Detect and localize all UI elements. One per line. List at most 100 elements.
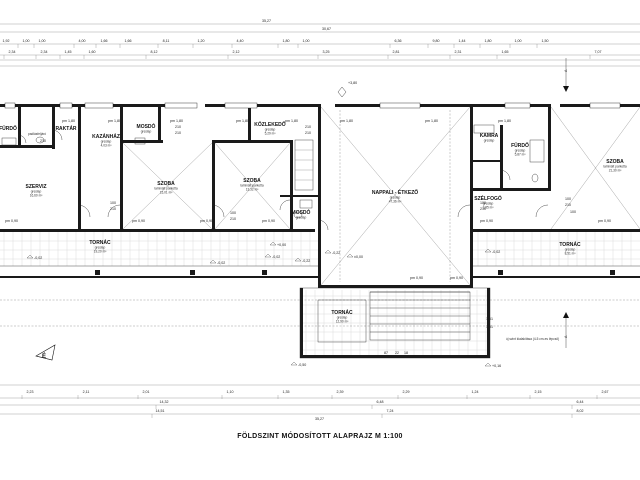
top-dim-label: 1,66 — [101, 39, 108, 43]
room-name: NAPPALI - ÉTKEZŐ — [372, 188, 418, 196]
opening-height: 100 — [480, 201, 486, 205]
top-dim-label: 1,00 — [303, 39, 310, 43]
level-label: +0,00 — [277, 243, 286, 247]
top-dim-label: 1,00 — [515, 39, 522, 43]
room-meta: greslap — [483, 202, 494, 206]
room-meta: greslap — [565, 248, 576, 252]
level-marker — [324, 249, 332, 254]
bottom-dim-label: 14,51 — [156, 409, 165, 413]
fixtures — [1, 124, 545, 219]
room-name: KAMRA — [480, 133, 499, 139]
top-dim-label: 2,12 — [233, 50, 240, 54]
top-dim-label: 1,50 — [542, 39, 549, 43]
opening-height: 210 — [305, 131, 311, 135]
bottom-dim-label: 2,11 — [83, 390, 90, 394]
level-label: -0,02 — [272, 255, 280, 259]
top-dim-label: 1,44 — [459, 39, 466, 43]
top-dim-label: 1,20 — [198, 39, 205, 43]
room-meta: laminált parketta — [603, 165, 627, 169]
bottom-dim-label: 2,23 — [27, 390, 34, 394]
parapet-height: pm 1,80 — [236, 119, 249, 123]
room-meta: 16,60 m² — [30, 193, 43, 197]
bottom-dim-label: 6,48 — [377, 400, 384, 404]
bottom-dim-label: 7,24 — [387, 409, 394, 413]
stair-dim: 22 — [395, 351, 399, 355]
parapet-height: pm 0,90 — [410, 276, 423, 280]
terrace-edges — [0, 265, 640, 359]
opening-height: 100 — [565, 197, 571, 201]
bottom-dim-label: 2,67 — [602, 390, 609, 394]
top-dim-label: 1,65 — [502, 50, 509, 54]
top-dim-label: 7,07 — [595, 50, 602, 54]
opening-height: 210 — [40, 145, 46, 149]
top-dim-label: 1,45 — [65, 50, 72, 54]
room-meta: laminált parketta — [154, 187, 178, 191]
walls — [0, 104, 640, 288]
top-dim-label: 1,92 — [3, 39, 10, 43]
stair-dim: 1,61 — [486, 325, 493, 329]
room-meta: 8,51 m² — [565, 251, 576, 255]
opening-height: 210 — [480, 207, 486, 211]
level-label: -0,22 — [302, 259, 310, 263]
room-name: RAKTÁR — [55, 125, 76, 132]
top-dim-label: 1,00 — [39, 39, 46, 43]
top-dim-label: 2,34 — [9, 50, 16, 54]
room-meta: 19,20 m² — [94, 249, 107, 253]
top-dim-label: 3,25 — [323, 50, 330, 54]
level-marker — [26, 254, 34, 259]
opening-height: 100 — [110, 201, 116, 205]
parapet-height: pm 1,80 — [170, 119, 183, 123]
room-meta: greslap — [296, 216, 307, 220]
top-dim-label: 1,60 — [89, 50, 96, 54]
top-dim-label: 4,00 — [79, 39, 86, 43]
parapet-height: pm 0,90 — [480, 219, 493, 223]
parapet-height: pm 1,80 — [425, 119, 438, 123]
stair-dim: 18 — [404, 351, 408, 355]
axis-mark-bottom: A — [563, 312, 569, 348]
room-name: TORNÁC — [559, 241, 581, 248]
level-label: ±0,00 — [354, 255, 363, 259]
room-meta: greslap — [31, 190, 42, 194]
bottom-dim-label: 1,24 — [472, 390, 479, 394]
opening-height: 210 — [305, 125, 311, 129]
opening-height: 100 — [570, 210, 576, 214]
opening-height: 210 — [40, 139, 46, 143]
parapet-height: pm 0,90 — [200, 219, 213, 223]
attic-access-label: padlásfeljáró — [28, 132, 46, 136]
north-label: É — [42, 352, 46, 360]
level-marker — [294, 257, 302, 262]
room-meta: 3,85 m² — [483, 205, 494, 209]
room-name: SZOBA — [157, 181, 175, 187]
bottom-dim-label: 6,44 — [577, 400, 584, 404]
room-name: TORNÁC — [331, 309, 353, 316]
room-meta: greslap — [390, 196, 401, 200]
room-name: FÜRDŐ — [511, 142, 529, 149]
top-dim-label: 2,81 — [393, 50, 400, 54]
bottom-dim-label: 1,10 — [227, 390, 234, 394]
level-label: +0,16 — [492, 364, 501, 368]
room-meta: greslap — [141, 130, 152, 134]
top-dim-label: 1,66 — [125, 39, 132, 43]
room-meta: greslap — [484, 139, 495, 143]
parapet-height: pm 1,80 — [340, 119, 353, 123]
level-marker — [209, 259, 217, 264]
doors — [17, 129, 549, 231]
top-dim-overall: 35,27 — [262, 19, 271, 23]
parapet-height: pm 1,80 — [498, 119, 511, 123]
opening-height: 210 — [230, 217, 236, 221]
level-label: -0,22 — [332, 251, 340, 255]
room-meta: 12,90 m² — [336, 319, 349, 323]
room-meta: 5,87 m² — [515, 152, 526, 156]
bottom-dim-label: 2,39 — [337, 390, 344, 394]
room-name: KAZÁNHÁZ — [92, 133, 120, 140]
opening-height: 100 — [230, 211, 236, 215]
level-label: -0,50 — [298, 363, 306, 367]
